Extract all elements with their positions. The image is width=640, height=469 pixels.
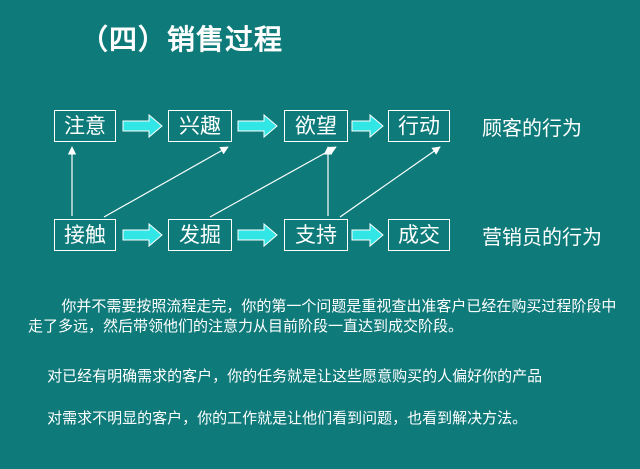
stage-box-interest: 兴趣 [168, 110, 232, 142]
stage-box-contact: 接触 [54, 219, 116, 251]
sales-row-label: 营销员的行为 [482, 225, 602, 249]
link-support-to-action [339, 146, 441, 218]
stage-box-support: 支持 [284, 219, 348, 251]
paragraph-2: 对已经有明确需求的客户，你的任务就是让这些愿意购买的人偏好你的产品 [28, 367, 543, 385]
link-contact-to-interest [103, 146, 229, 218]
flow-arrow-support-deal [351, 222, 384, 248]
flow-arrow-desire-action [351, 113, 384, 139]
stage-box-action: 行动 [388, 110, 450, 142]
slide-title: （四）销售过程 [80, 23, 284, 56]
stage-box-discover: 发掘 [168, 219, 232, 251]
stage-box-deal: 成交 [388, 219, 450, 251]
customer-row-label: 顾客的行为 [482, 116, 582, 140]
flow-arrow-contact-discover [122, 222, 163, 248]
paragraph-3: 对需求不明显的客户，你的工作就是让他们看到问题，也看到解决方法。 [28, 409, 528, 427]
stage-box-attention: 注意 [54, 110, 116, 142]
stage-box-desire: 欲望 [284, 110, 348, 142]
paragraph-1: 你并不需要按照流程走完，你的第一个问题是重视查出准客户已经在购买过程阶段中走了多… [28, 297, 617, 335]
link-discover-to-desire [209, 146, 337, 218]
flow-arrow-interest-desire [237, 113, 278, 139]
flow-arrow-attention-interest [122, 113, 163, 139]
flow-arrow-discover-support [237, 222, 278, 248]
